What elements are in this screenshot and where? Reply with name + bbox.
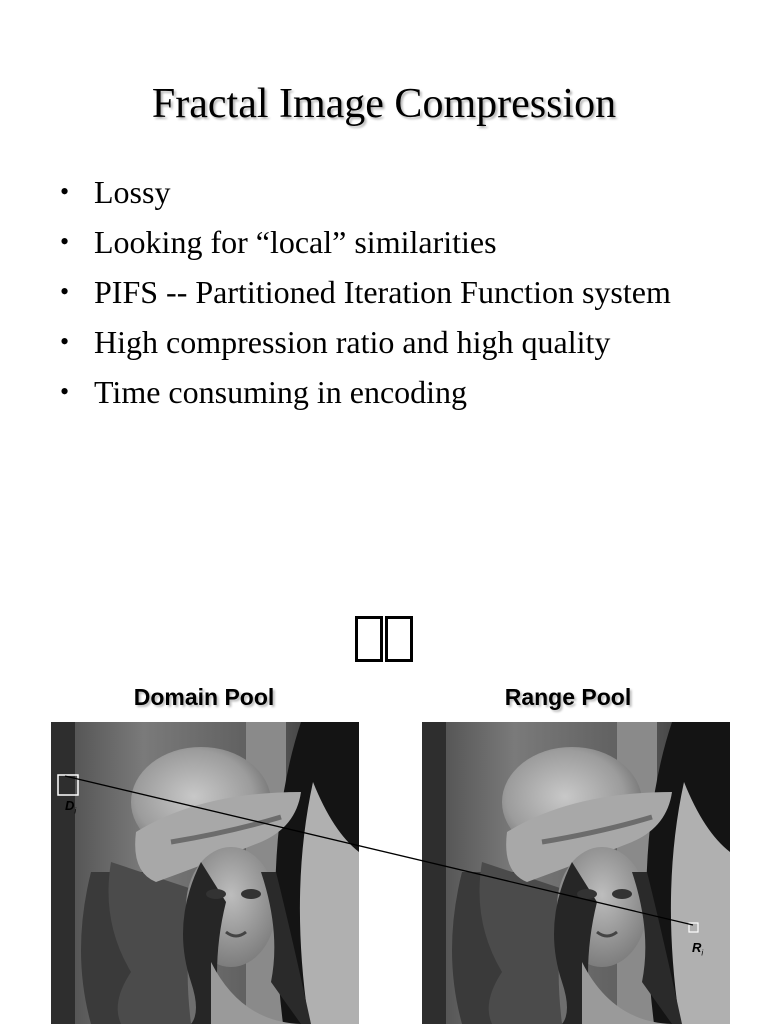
bullet-dot: •	[60, 327, 70, 356]
bullet-text: Lossy	[94, 174, 171, 210]
range-block-label: Ri	[692, 940, 704, 958]
bullet-text: High compression ratio and high quality	[94, 324, 611, 360]
bullet-item: • Time consuming in encoding	[60, 372, 740, 412]
bullet-text: PIFS -- Partitioned Iteration Function s…	[94, 274, 671, 310]
range-pool-label: Range Pool	[504, 684, 632, 710]
range-pool-image	[422, 722, 730, 1024]
bullet-dot: •	[60, 227, 70, 256]
bullet-dot: •	[60, 277, 70, 306]
bullet-item: • Lossy	[60, 172, 740, 212]
bullet-list: • Lossy • Looking for “local” similarities…	[60, 172, 740, 422]
bullet-dot: •	[60, 377, 70, 406]
bullet-text: Time consuming in encoding	[94, 374, 468, 410]
bullet-text: Looking for “local” similarities	[94, 224, 497, 260]
missing-glyph-box	[355, 616, 383, 663]
bullet-item: • High compression ratio and high quality	[60, 322, 740, 362]
domain-pool-label: Domain Pool	[133, 684, 275, 710]
bullet-item: • PIFS -- Partitioned Iteration Function …	[60, 272, 740, 312]
bullet-item: • Looking for “local” similarities	[60, 222, 740, 262]
domain-pool-image	[51, 722, 359, 1024]
domain-block-label: Di	[65, 798, 77, 816]
bullet-dot: •	[60, 177, 70, 206]
missing-glyph-heading	[0, 610, 768, 663]
missing-glyph-box	[385, 616, 413, 663]
slide-title: Fractal Image Compression	[151, 81, 617, 127]
